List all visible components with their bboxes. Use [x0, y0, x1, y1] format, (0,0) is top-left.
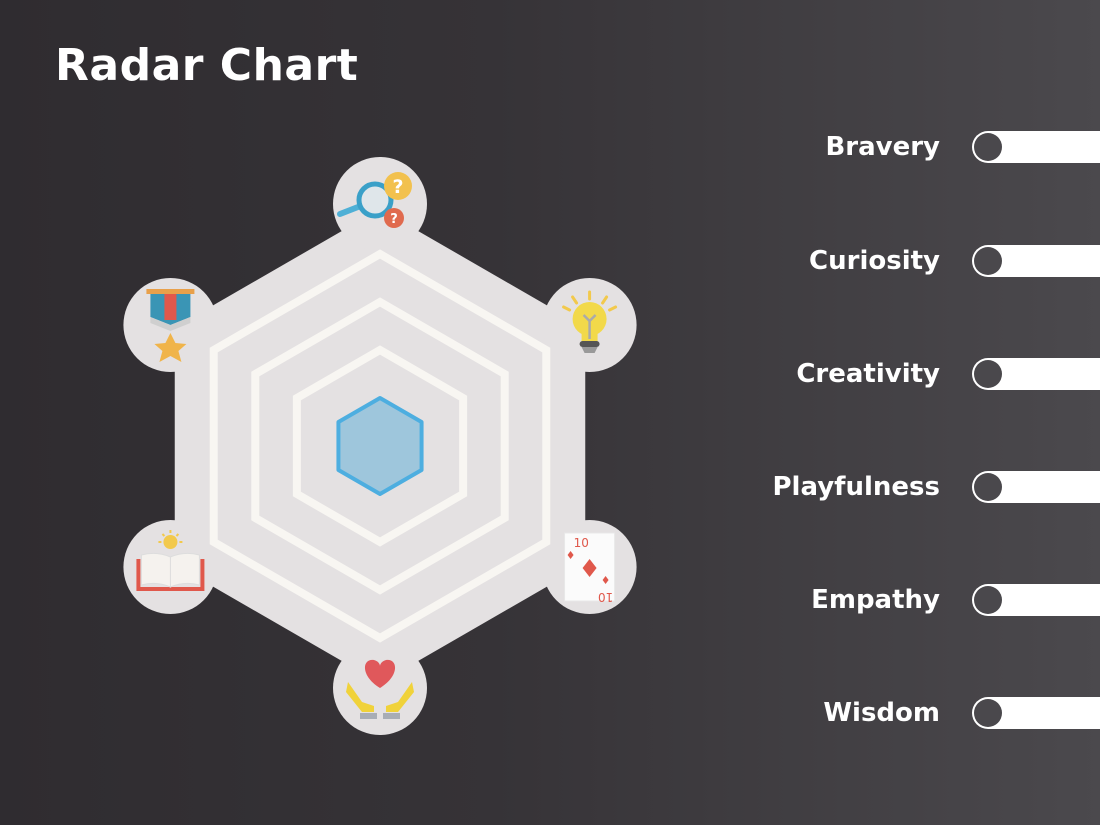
- slider-label: Creativity: [796, 359, 940, 389]
- grid-ring: [292, 345, 468, 547]
- data-point: [379, 397, 381, 399]
- slider-handle[interactable]: [974, 133, 1002, 161]
- slider-row-creativity: Creativity: [700, 356, 1100, 392]
- slider-label: Curiosity: [809, 246, 940, 276]
- slider-row-playfulness: Playfulness: [700, 469, 1100, 505]
- slider-label: Empathy: [811, 585, 940, 615]
- data-point: [337, 469, 340, 471]
- slider-handle[interactable]: [974, 586, 1002, 614]
- slider-row-bravery: Bravery: [700, 129, 1100, 165]
- slider-label: Wisdom: [823, 698, 940, 728]
- open-book-icon: [136, 530, 205, 591]
- svg-text:?: ?: [390, 212, 398, 227]
- data-point: [420, 421, 423, 423]
- playing-card-icon: 10 10: [564, 532, 616, 604]
- page-title: Radar Chart: [55, 40, 359, 91]
- data-point: [337, 421, 340, 423]
- slider-handle[interactable]: [974, 699, 1002, 727]
- lightbulb-icon: [562, 290, 618, 353]
- data-point: [420, 469, 423, 471]
- slider-handle[interactable]: [974, 247, 1002, 275]
- svg-text:?: ?: [392, 176, 403, 198]
- hands-heart-icon: [346, 659, 414, 719]
- magnifier-question-icon: ??: [337, 172, 412, 228]
- medal-icon: [146, 289, 195, 362]
- slider-row-curiosity: Curiosity: [700, 243, 1100, 279]
- grid-ring: [209, 249, 551, 643]
- slider-row-wisdom: Wisdom: [700, 695, 1100, 731]
- svg-text:10: 10: [598, 590, 613, 604]
- slider-handle[interactable]: [974, 360, 1002, 388]
- slider-label: Bravery: [825, 132, 940, 162]
- slider-row-empathy: Empathy: [700, 582, 1100, 618]
- radar-chart: ?? 10 10: [123, 157, 637, 735]
- data-point: [379, 493, 381, 495]
- slider-handle[interactable]: [974, 473, 1002, 501]
- slider-label: Playfulness: [772, 472, 941, 502]
- svg-text:10: 10: [574, 536, 589, 550]
- grid-ring: [251, 297, 509, 595]
